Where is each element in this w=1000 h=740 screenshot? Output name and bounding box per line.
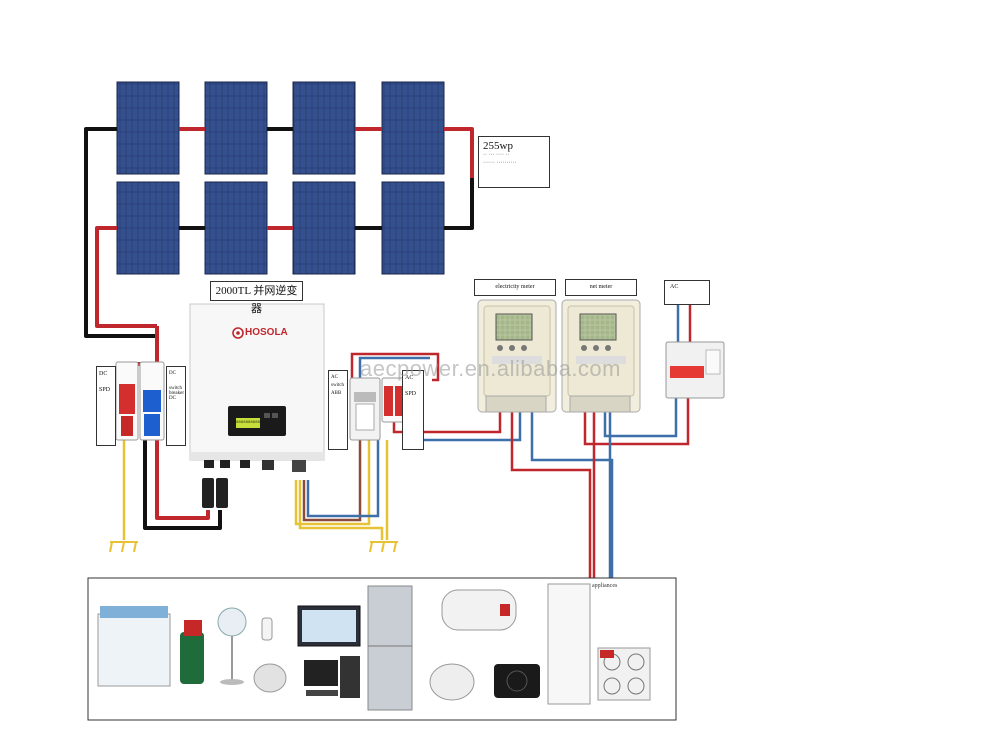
desktop-computer [304, 656, 360, 698]
dc-breaker-label-line1: DC [169, 371, 176, 376]
grid-breaker [665, 341, 725, 399]
electric-kettle [253, 663, 287, 693]
dc-breaker-label: DC switch breaker DC [166, 366, 186, 446]
hosola-logo [232, 327, 244, 339]
water-heater [441, 589, 517, 631]
television [297, 605, 361, 647]
ac-switch-label-line1: AC [331, 375, 338, 380]
electric-fan [217, 607, 247, 685]
dc-breaker-label-line4: DC [169, 396, 176, 401]
appliances-panel [87, 577, 677, 721]
grid-inverter [189, 303, 325, 508]
solar-panel [116, 81, 180, 175]
refrigerator [367, 585, 413, 711]
dc-spd-device [115, 361, 139, 441]
dc-spd-label-line2: SPD [99, 387, 111, 393]
ac-spd-label: AC SPD [402, 370, 424, 450]
inverter-brand: HOSOLA [245, 327, 288, 338]
inverter-display: 8888888888 [236, 421, 260, 425]
electricity-meter-label: electricity meter [474, 279, 556, 296]
solar-panel [292, 181, 356, 275]
induction-cooker [494, 664, 540, 698]
dc-spd-label-line1: DC [99, 371, 108, 377]
dc-breaker-label-line3: breaker [169, 391, 184, 396]
dc-wiring [84, 127, 474, 530]
rice-cooker [429, 663, 475, 701]
panel-spec-label: 255wp ·· ··· ···· ·· ······ ·········· [478, 136, 550, 188]
ac-spd-label-line1: AC [405, 375, 414, 381]
dc-spd-label: DC SPD [96, 366, 116, 446]
air-conditioner-outdoor [597, 647, 651, 701]
solar-array [116, 81, 445, 275]
ac-switch-label: AC switch ABB [328, 370, 348, 450]
ac-spd-device [381, 377, 407, 423]
ac-switch-label-line2: switch [331, 383, 345, 388]
ground-symbol [369, 541, 398, 553]
net-meter [561, 299, 641, 413]
solar-panel [116, 181, 180, 275]
washing-machine [97, 606, 171, 687]
ac-switch-device [349, 377, 381, 441]
solar-panel [292, 81, 356, 175]
solar-panel [381, 81, 445, 175]
solar-panel [204, 181, 268, 275]
solar-panel [204, 81, 268, 175]
light-bulb [261, 617, 273, 641]
appliances-label: appliances [592, 583, 618, 589]
ac-spd-label-line2: SPD [405, 391, 417, 397]
watermark: aecpower.en.alibaba.com [360, 356, 621, 381]
ground-wiring [122, 440, 389, 540]
panel-spec-wattage: 255wp [483, 140, 513, 152]
net-meter-label: net meter [565, 279, 637, 296]
air-conditioner-indoor [547, 583, 591, 705]
dc-breaker-label-line2: switch [169, 386, 183, 391]
ground-symbol [109, 541, 138, 553]
dc-breaker-device [139, 361, 165, 441]
panel-spec-line3: ······ ·········· [483, 160, 517, 166]
solar-panel [381, 181, 445, 275]
inverter-label: 2000TL 并网逆变器 [210, 281, 303, 315]
electricity-meter [477, 299, 557, 413]
ac-grid-label: AC [664, 280, 710, 305]
panel-spec-line2: ·· ··· ···· ·· [483, 152, 510, 158]
water-pump [180, 620, 204, 684]
ac-switch-label-line3: ABB [331, 391, 342, 396]
